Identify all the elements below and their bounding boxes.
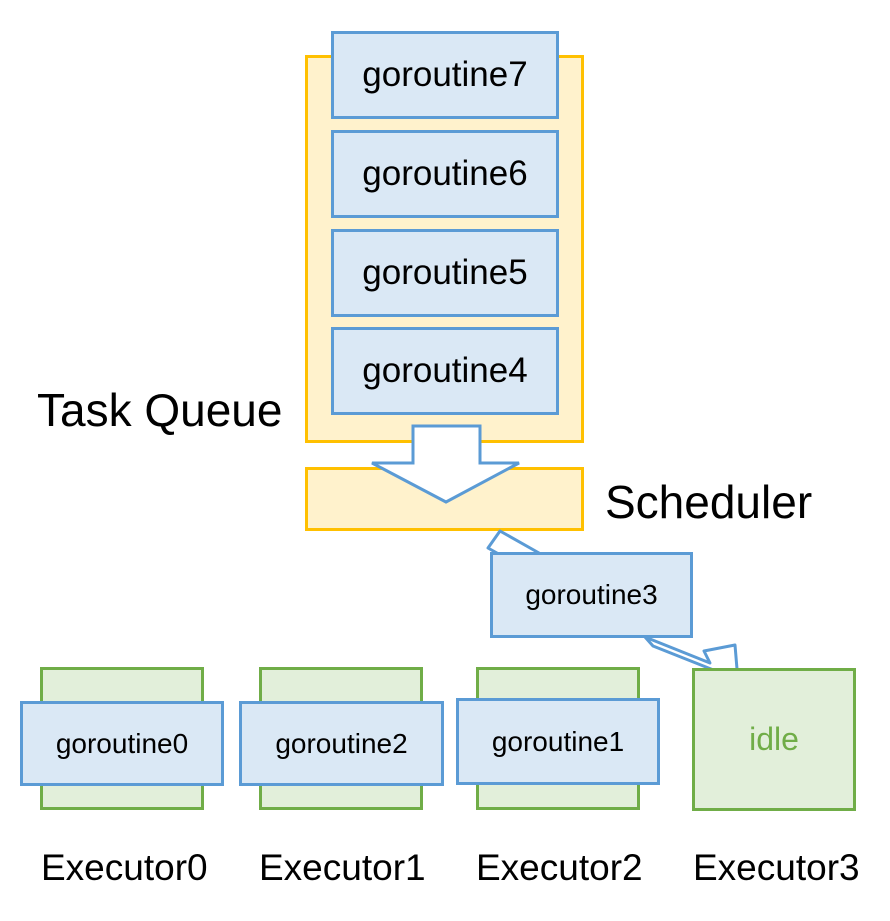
queue-item-goroutine7: goroutine7: [331, 31, 559, 119]
dispatched-goroutine-label: goroutine3: [525, 579, 658, 610]
executor1-label: Executor1: [259, 847, 426, 888]
queue-to-scheduler-arrow: [371, 424, 520, 504]
scheduler-label: Scheduler: [605, 476, 813, 528]
executor1-goroutine: goroutine2: [239, 701, 444, 786]
executor0-goroutine: goroutine0: [20, 701, 224, 786]
executor2-goroutine-label: goroutine1: [491, 725, 625, 757]
queue-item-label: goroutine4: [362, 351, 528, 390]
queue-item-goroutine6: goroutine6: [331, 130, 559, 218]
executor1-goroutine-label: goroutine2: [275, 727, 408, 759]
executor3-label: Executor3: [693, 847, 860, 888]
executor2-label: Executor2: [476, 847, 643, 888]
queue-item-goroutine5: goroutine5: [331, 229, 559, 317]
queue-item-label: goroutine7: [362, 55, 528, 94]
executor3-idle-label: idle: [749, 721, 799, 757]
queue-item-label: goroutine5: [362, 253, 528, 292]
queue-item-label: goroutine6: [362, 154, 528, 193]
executor2-goroutine: goroutine1: [456, 698, 660, 785]
dispatched-goroutine: goroutine3: [490, 552, 693, 638]
executor0-label: Executor0: [41, 847, 208, 888]
queue-item-goroutine4: goroutine4: [331, 327, 559, 415]
task-queue-label: Task Queue: [37, 384, 283, 436]
executor3-box: idle: [692, 668, 856, 811]
executor0-goroutine-label: goroutine0: [55, 727, 189, 759]
